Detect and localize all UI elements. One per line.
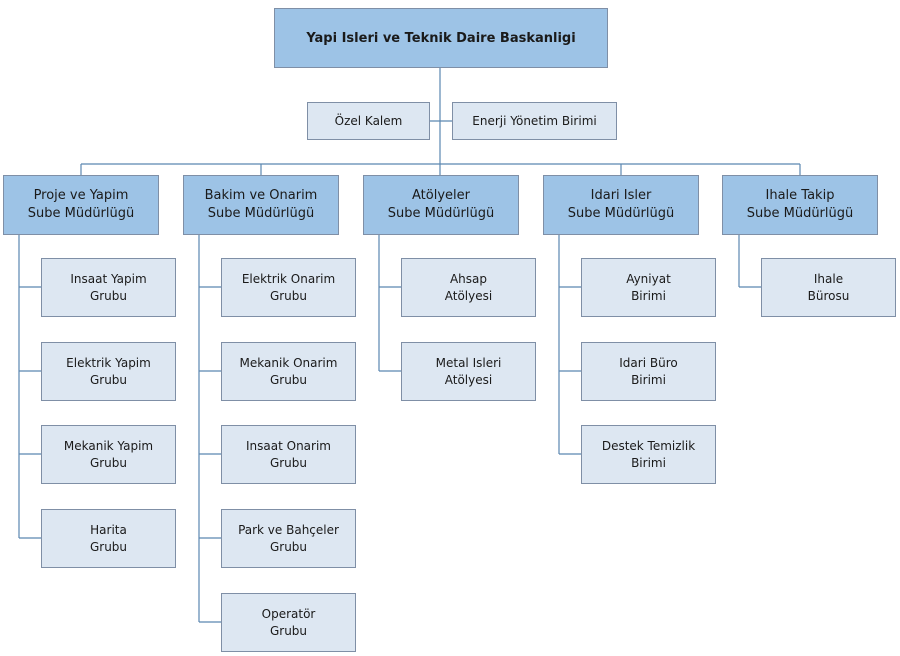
unit-node: Insaat Onarim Grubu (221, 425, 356, 484)
unit-node: Insaat Yapim Grubu (41, 258, 176, 317)
unit-node: Park ve Bahçeler Grubu (221, 509, 356, 568)
unit-node: Destek Temizlik Birimi (581, 425, 716, 484)
root-node: Yapi Isleri ve Teknik Daire Baskanligi (274, 8, 608, 68)
unit-node: Operatör Grubu (221, 593, 356, 652)
unit-node: Harita Grubu (41, 509, 176, 568)
unit-node: Elektrik Onarim Grubu (221, 258, 356, 317)
unit-node: Ayniyat Birimi (581, 258, 716, 317)
dept-node-bakim-onarim: Bakim ve Onarim Sube Müdürlügü (183, 175, 339, 235)
unit-node: Elektrik Yapim Grubu (41, 342, 176, 401)
unit-node: Idari Büro Birimi (581, 342, 716, 401)
dept-node-atolyeler: Atölyeler Sube Müdürlügü (363, 175, 519, 235)
dept-node-proje-yapim: Proje ve Yapim Sube Müdürlügü (3, 175, 159, 235)
dept-node-idari-isler: Idari Isler Sube Müdürlügü (543, 175, 699, 235)
unit-node: Mekanik Yapim Grubu (41, 425, 176, 484)
unit-node: Ihale Bürosu (761, 258, 896, 317)
unit-node: Metal Isleri Atölyesi (401, 342, 536, 401)
unit-node: Mekanik Onarim Grubu (221, 342, 356, 401)
dept-node-ihale-takip: Ihale Takip Sube Müdürlügü (722, 175, 878, 235)
unit-node: Ahsap Atölyesi (401, 258, 536, 317)
staff-node-enerji-yonetim: Enerji Yönetim Birimi (452, 102, 617, 140)
staff-node-ozel-kalem: Özel Kalem (307, 102, 430, 140)
